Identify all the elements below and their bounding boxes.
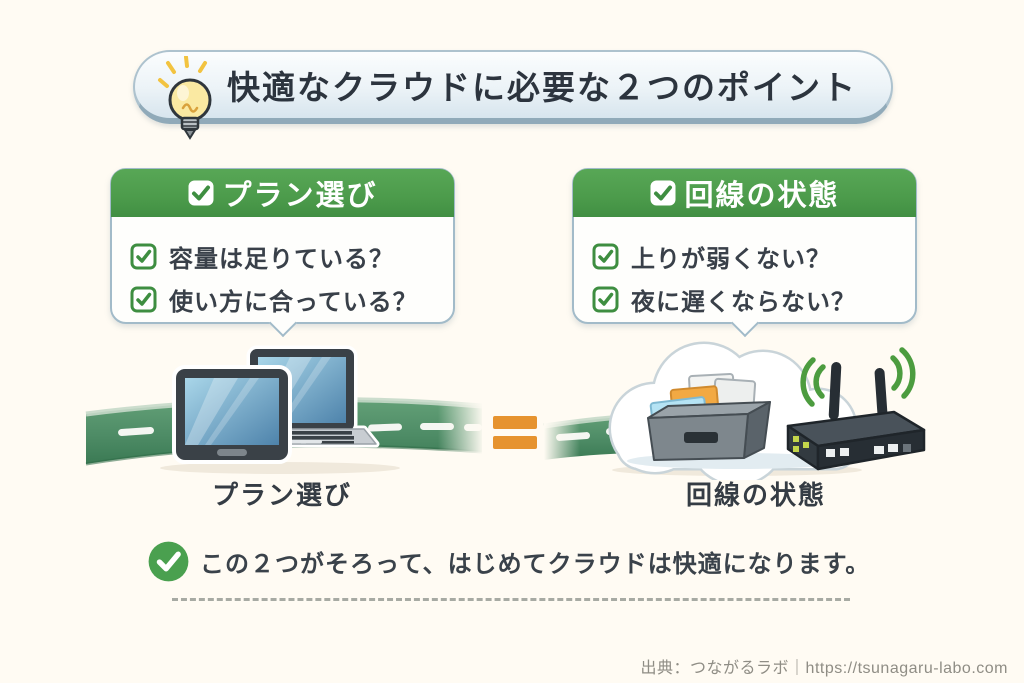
summary-row: この２つがそろって、はじめてクラウドは快適になります。 — [148, 541, 870, 582]
page-title: 快適なクラウドに必要な２つのポイント — [227, 69, 857, 106]
wifi-waves-icon — [800, 347, 916, 407]
line-card-body: 上りが弱くない？ 夜に遅くならない？ — [574, 217, 915, 317]
tablet-icon — [172, 365, 292, 464]
plan-card-title: プラン選び — [222, 180, 378, 212]
plan-card: プラン選び 容量は足りている？ 使い方に合っている？ — [110, 168, 455, 338]
router-lights — [793, 436, 911, 457]
checkbox-checked-icon — [130, 286, 157, 313]
checklist-item: 使い方に合っている？ — [130, 282, 437, 317]
checkbox-checked-icon — [650, 180, 676, 206]
plan-card-body: 容量は足りている？ 使い方に合っている？ — [112, 217, 453, 317]
file-box-icon — [647, 373, 771, 461]
checkbox-checked-icon — [592, 243, 619, 270]
devices-shadow — [160, 462, 400, 474]
checklist-item-label: 上りが弱くない？ — [631, 246, 831, 273]
line-card-title: 回線の状態 — [684, 180, 840, 212]
checklist-item-label: 容量は足りている？ — [169, 246, 394, 273]
checklist-item-label: 使い方に合っている？ — [169, 289, 418, 316]
line-road-label: 回線の状態 — [685, 480, 827, 510]
illustration-scene — [85, 341, 926, 480]
wifi-router-icon — [786, 347, 926, 471]
checklist-item: 上りが弱くない？ — [592, 239, 899, 274]
line-card: 回線の状態 上りが弱くない？ 夜に遅くならない？ — [572, 168, 917, 338]
check-circle-icon — [148, 541, 189, 582]
checkbox-checked-icon — [130, 243, 157, 270]
equals-icon — [493, 416, 537, 449]
checklist-item: 容量は足りている？ — [130, 239, 437, 274]
title-banner: 快適なクラウドに必要な２つのポイント — [133, 50, 893, 140]
plan-road-label: プラン選び — [211, 480, 353, 510]
summary-text: この２つがそろって、はじめてクラウドは快適になります。 — [200, 551, 871, 578]
checkbox-checked-icon — [188, 180, 214, 206]
plan-card-header: プラン選び — [111, 169, 454, 217]
lightbulb-icon — [158, 56, 212, 140]
source-credit: 出典：つながるラボ｜https://tsunagaru-labo.com — [640, 660, 1008, 677]
checkbox-checked-icon — [592, 286, 619, 313]
line-card-header: 回線の状態 — [573, 169, 916, 217]
dashed-divider — [172, 598, 850, 601]
